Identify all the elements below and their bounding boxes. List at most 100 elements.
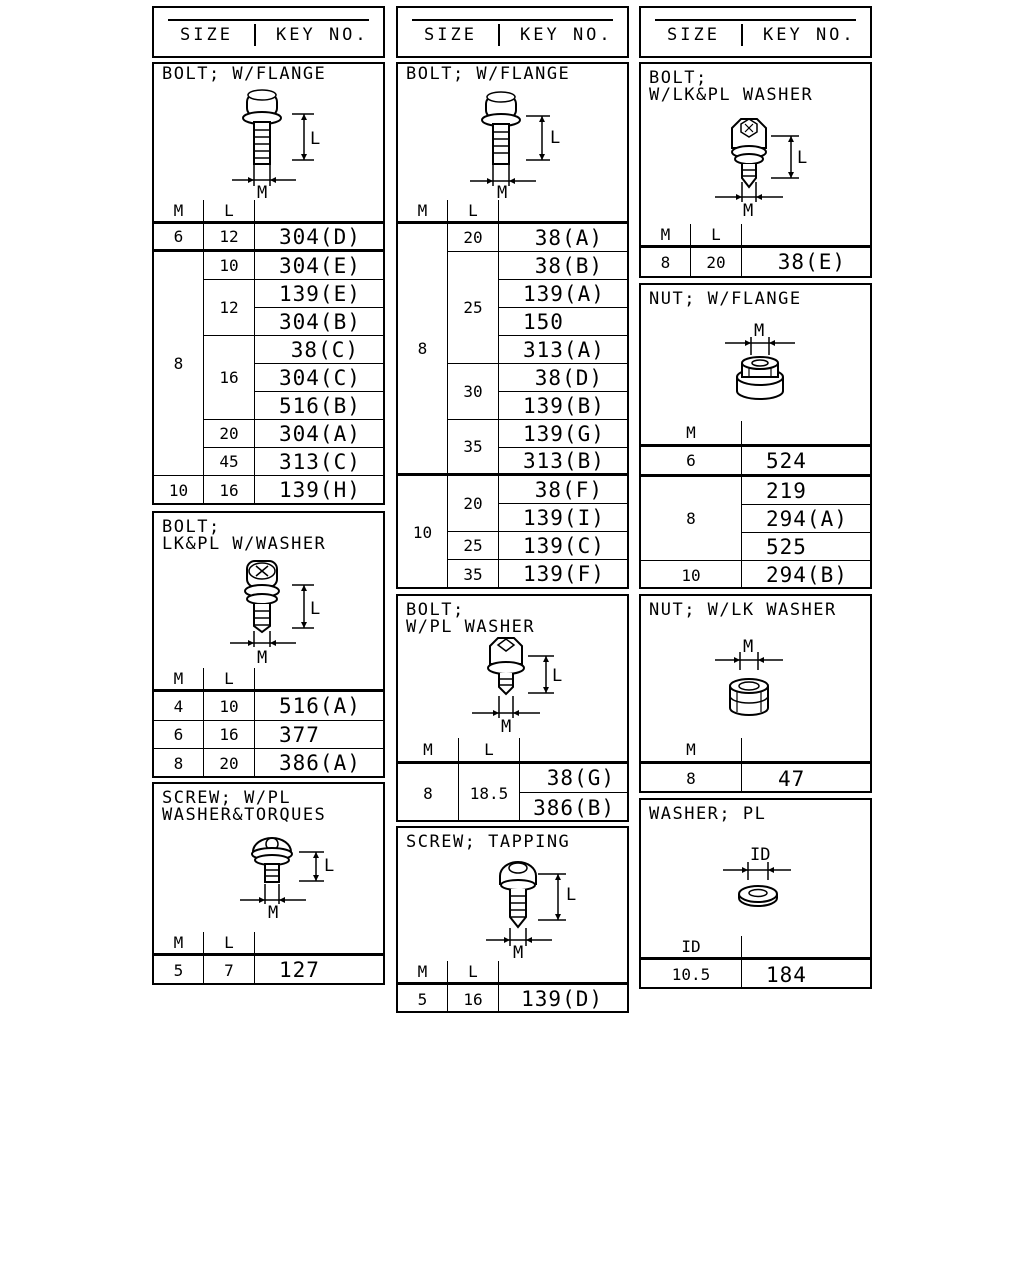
cell-m: 4 bbox=[154, 692, 204, 721]
cell-l: 25 bbox=[448, 532, 499, 560]
cell-key: 127 bbox=[279, 958, 320, 982]
part-title: WASHER; PL bbox=[649, 804, 767, 824]
col-header-key bbox=[742, 936, 872, 960]
bolt-flange-icon: L M bbox=[470, 91, 560, 203]
cell-key: 524 bbox=[742, 447, 872, 477]
cell-key: 38(F) bbox=[499, 476, 629, 504]
col-header-l: L bbox=[448, 961, 499, 985]
cell-l: 20 bbox=[448, 224, 499, 252]
col-header-m: M bbox=[154, 932, 204, 956]
part-title: BOLT; W/PL WASHER bbox=[406, 600, 536, 637]
header-size-label: SIZE bbox=[424, 25, 477, 45]
cell-l: 30 bbox=[448, 364, 499, 420]
cell-key: 38(A) bbox=[499, 224, 629, 252]
bolt-lkpl-washer-icon: L M bbox=[230, 560, 320, 668]
panel-nut-lk-washer: NUT; W/LK WASHER M M 8 47 bbox=[639, 594, 872, 793]
col-header-key bbox=[255, 932, 385, 956]
cell-l: 20 bbox=[691, 248, 742, 276]
cell-key: 313(B) bbox=[499, 448, 629, 476]
cell-key: 304(D) bbox=[255, 224, 385, 252]
cell-l: 12 bbox=[204, 224, 255, 252]
cell-m: 8 bbox=[641, 764, 742, 793]
cell-m: 5 bbox=[154, 956, 204, 984]
cell-l: 20 bbox=[204, 749, 255, 777]
cell-l: 16 bbox=[204, 721, 255, 749]
header-size-label: SIZE bbox=[180, 25, 233, 45]
bolt-lkpl-washer-icon: L M bbox=[715, 118, 807, 221]
dim-l-label: L bbox=[310, 129, 320, 149]
col-header-key bbox=[520, 738, 629, 764]
cell-l: 25 bbox=[448, 252, 499, 364]
cell-m: 10 bbox=[154, 476, 204, 504]
dim-m-label: M bbox=[743, 637, 753, 657]
washer-pl-icon: ID bbox=[723, 845, 791, 907]
dim-m-label: M bbox=[497, 183, 507, 203]
col-header-key bbox=[742, 224, 872, 248]
cell-key: 304(E) bbox=[255, 252, 385, 280]
col-header-m: M bbox=[641, 224, 691, 248]
col-header-l: L bbox=[204, 932, 255, 956]
cell-key: 294(A) bbox=[742, 505, 872, 533]
part-title: BOLT; LK&PL W/WASHER bbox=[162, 517, 327, 554]
bolt-flange-icon: L M bbox=[232, 89, 320, 203]
col-header-m: M bbox=[398, 200, 448, 224]
cell-key: 38(E) bbox=[777, 250, 846, 274]
col-header-m: M bbox=[641, 738, 742, 764]
col-header-l: L bbox=[204, 668, 255, 692]
col-header-m: M bbox=[154, 200, 204, 224]
col-header-m: M bbox=[154, 668, 204, 692]
cell-key: 386(B) bbox=[533, 795, 615, 820]
cell-l: 7 bbox=[204, 956, 255, 984]
panel-bolt-pl-washer: BOLT; W/PL WASHER L M M L 8 18.5 38(G) 3… bbox=[396, 594, 629, 822]
col-header-l: L bbox=[448, 200, 499, 224]
dim-m-label: M bbox=[513, 943, 523, 963]
cell-key: 304(B) bbox=[255, 308, 385, 336]
cell-m: 10 bbox=[398, 476, 448, 588]
cell-key: 150 bbox=[499, 308, 629, 336]
cell-key: 139(G) bbox=[499, 420, 629, 448]
cell-l: 16 bbox=[204, 476, 255, 504]
cell-l: 16 bbox=[448, 985, 499, 1013]
cell-key: 313(A) bbox=[499, 336, 629, 364]
cell-m: 8 bbox=[398, 764, 459, 822]
cell-key: 219 bbox=[742, 477, 872, 505]
part-title: BOLT; W/LK&PL WASHER bbox=[649, 68, 814, 105]
cell-key: 139(A) bbox=[499, 280, 629, 308]
dim-l-label: L bbox=[797, 148, 807, 168]
cell-key: 38(D) bbox=[499, 364, 629, 392]
cell-l: 45 bbox=[204, 448, 255, 476]
col-header-m: M bbox=[641, 421, 742, 447]
panel-washer-pl: WASHER; PL ID ID 10.5 184 bbox=[639, 798, 872, 989]
cell-l: 20 bbox=[448, 476, 499, 532]
header-size-key-col2: SIZE KEY NO. bbox=[396, 6, 629, 58]
col-header-key bbox=[499, 961, 629, 985]
cell-key: 184 bbox=[766, 962, 807, 987]
col-header-l: L bbox=[691, 224, 742, 248]
part-title: NUT; W/LK WASHER bbox=[649, 600, 837, 620]
header-key-label: KEY NO. bbox=[763, 25, 856, 45]
cell-key: 139(D) bbox=[521, 987, 603, 1011]
dim-m-label: M bbox=[268, 903, 278, 923]
cell-l: 35 bbox=[448, 560, 499, 588]
panel-bolt-lkpl-washer: BOLT; LK&PL W/WASHER L M M L 4 10 516(A)… bbox=[152, 511, 385, 778]
cell-l: 10 bbox=[204, 692, 255, 721]
cell-key: 38(G) bbox=[520, 764, 629, 793]
cell-key: 139(B) bbox=[499, 392, 629, 420]
screw-torques-icon: L M bbox=[240, 837, 334, 923]
cell-m: 8 bbox=[154, 749, 204, 777]
cell-key: 516(B) bbox=[255, 392, 385, 420]
bolt-pl-washer-icon: L M bbox=[472, 637, 562, 737]
cell-key: 386(A) bbox=[279, 751, 361, 775]
cell-key: 139(F) bbox=[523, 562, 605, 586]
cell-m: 8 bbox=[641, 477, 742, 561]
col-header-m: M bbox=[398, 738, 459, 764]
part-title: BOLT; W/FLANGE bbox=[162, 64, 327, 84]
dim-l-label: L bbox=[324, 856, 334, 876]
cell-key: 313(C) bbox=[255, 448, 385, 476]
cell-m: 6 bbox=[154, 224, 204, 252]
dim-l-label: L bbox=[566, 885, 576, 905]
cell-id: 10.5 bbox=[641, 960, 742, 989]
header-key-label: KEY NO. bbox=[520, 25, 613, 45]
dim-m-label: M bbox=[743, 201, 753, 221]
cell-key: 516(A) bbox=[255, 692, 385, 721]
